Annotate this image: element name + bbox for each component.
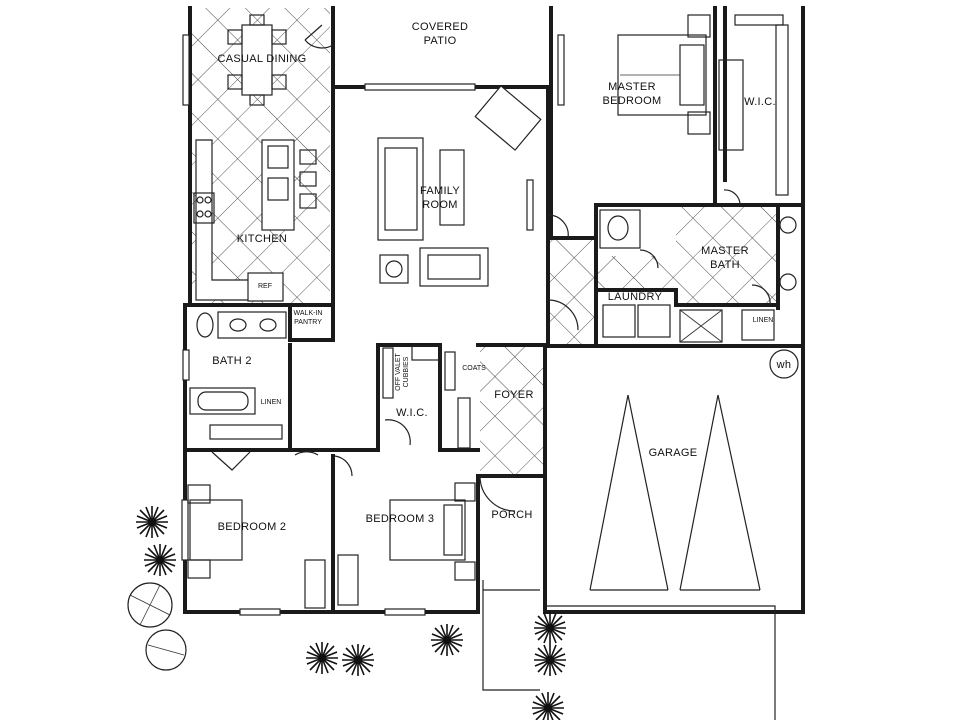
walls bbox=[183, 6, 805, 614]
bedroom2-label: BEDROOM 2 bbox=[218, 521, 287, 533]
shrub-icon bbox=[305, 641, 339, 675]
shrub-icon bbox=[341, 643, 375, 677]
shrub-icon bbox=[430, 623, 464, 657]
ref-label: REF bbox=[258, 283, 272, 290]
bath2-linen-label: LINEN bbox=[261, 399, 282, 406]
windows bbox=[181, 34, 565, 616]
walk-in-pantry-label-2: PANTRY bbox=[294, 319, 322, 326]
coats-label: COATS bbox=[462, 365, 486, 372]
garage-label: GARAGE bbox=[649, 447, 698, 459]
garage-layout bbox=[589, 394, 761, 591]
tub-icon bbox=[189, 387, 256, 415]
shrub-icon bbox=[533, 643, 567, 677]
master-wic-label: W.I.C. bbox=[744, 96, 776, 108]
covered-patio-label: COVERED bbox=[412, 21, 469, 33]
casual-dining-label: CASUAL DINING bbox=[217, 53, 306, 65]
furniture bbox=[187, 14, 799, 609]
tree-icon bbox=[145, 629, 187, 671]
master-bedroom-label-2: BEDROOM bbox=[603, 95, 662, 107]
landscaping bbox=[127, 505, 567, 720]
shrub-icon bbox=[533, 611, 567, 645]
bath2-label: BATH 2 bbox=[212, 355, 252, 367]
valet-cubbies-label: OFF VALET bbox=[395, 352, 402, 390]
room-labels: COVERED PATIO CASUAL DINING KITCHEN REF … bbox=[212, 21, 791, 533]
shrub-icon bbox=[143, 543, 177, 577]
doors bbox=[211, 24, 771, 512]
kitchen-label: KITCHEN bbox=[237, 233, 287, 245]
laundry-label: LAUNDRY bbox=[608, 291, 663, 303]
range-icon bbox=[193, 192, 215, 224]
valet-cubbies-label-2: CUBBIES bbox=[403, 356, 410, 387]
master-bath-label-2: BATH bbox=[710, 259, 740, 271]
walk-in-pantry-label: WALK-IN bbox=[294, 310, 323, 317]
porch-label: PORCH bbox=[491, 509, 532, 521]
family-room-label-2: ROOM bbox=[422, 199, 457, 211]
driveway bbox=[482, 580, 776, 720]
toilet-icon bbox=[607, 215, 629, 241]
hall-wic-label: W.I.C. bbox=[396, 407, 428, 419]
master-bath-label: MASTER bbox=[701, 245, 749, 257]
shrub-icon bbox=[135, 505, 169, 539]
master-linen-label: LINEN bbox=[753, 317, 774, 324]
bedroom3-label: BEDROOM 3 bbox=[366, 513, 435, 525]
covered-patio-label-2: PATIO bbox=[424, 35, 457, 47]
water-heater-label: wh bbox=[776, 359, 792, 371]
family-room-label: FAMILY bbox=[420, 185, 460, 197]
master-bedroom-label: MASTER bbox=[608, 81, 656, 93]
foyer-label: FOYER bbox=[494, 389, 533, 401]
shrub-icon bbox=[531, 691, 565, 720]
tree-icon bbox=[127, 582, 173, 628]
